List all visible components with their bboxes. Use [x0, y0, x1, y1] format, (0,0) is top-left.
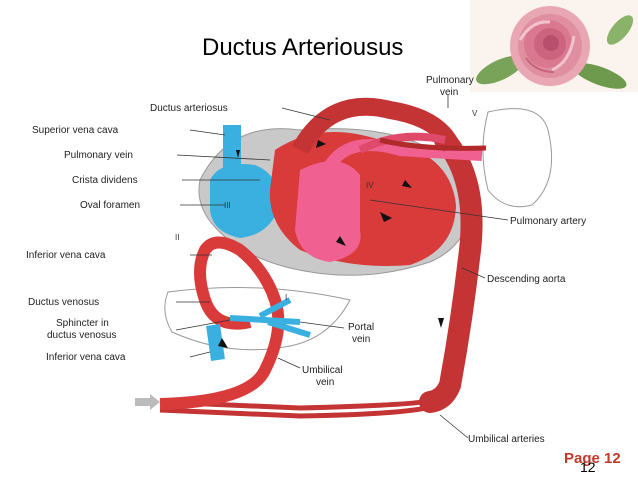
label-oval-foramen: Oval foramen [80, 200, 140, 211]
label-inferior-vena-cava-lower: Inferior vena cava [46, 352, 126, 363]
marker-ii: II [175, 233, 179, 242]
label-superior-vena-cava: Superior vena cava [32, 125, 119, 136]
pulmonary-trunk-shape [295, 161, 361, 262]
right-atrium-shape [210, 164, 280, 238]
marker-iv: IV [366, 181, 374, 190]
rose-icon [476, 6, 634, 89]
umbilical-arteries-vessel [159, 397, 433, 411]
ductus-arteriosus-vessel [358, 132, 446, 154]
descending-aorta-vessel [419, 129, 483, 413]
label-pulmonary-vein-top-line1: Pulmonary [426, 75, 474, 86]
aortic-arch-vessel [292, 97, 461, 155]
page-number: 12 [580, 459, 596, 475]
label-descending-aorta: Descending aorta [487, 274, 566, 285]
label-umbilical-arteries: Umbilical arteries [468, 434, 545, 445]
leader-lines [175, 95, 509, 439]
inferior-vena-cava-lower-vessel [206, 324, 225, 361]
flow-arrows [218, 140, 444, 348]
label-portal-vein-line1: Portal [348, 322, 374, 333]
label-portal-vein-line2: vein [352, 334, 370, 345]
page-label: Page 12 [564, 450, 621, 467]
umbilical-artery-lower [159, 401, 442, 419]
slide-title: Ductus Arteriousus [202, 34, 404, 61]
label-pulmonary-vein-top-line2: vein [440, 87, 458, 98]
lung-shape [482, 108, 553, 208]
portal-vein-vessel [229, 297, 311, 338]
label-sphincter-line2: ductus venosus [47, 330, 117, 341]
marker-iii: III [224, 201, 231, 210]
label-umbilical-vein-line1: Umbilical [302, 365, 343, 376]
label-pulmonary-vein: Pulmonary vein [64, 150, 133, 161]
rose-image [470, 0, 638, 92]
label-crista-dividens: Crista dividens [72, 175, 138, 186]
pulmonary-vein-vessel [379, 137, 487, 151]
umbilical-vein-vessel [159, 236, 285, 410]
label-ductus-arteriosus: Ductus arteriosus [150, 103, 228, 114]
label-ductus-venosus: Ductus venosus [28, 297, 99, 308]
label-umbilical-vein-line2: vein [316, 377, 334, 388]
label-inferior-vena-cava-upper: Inferior vena cava [26, 250, 106, 261]
marker-i: I [285, 293, 287, 302]
label-sphincter-line1: Sphincter in [56, 318, 109, 329]
placenta-arrow-icon [135, 394, 160, 410]
label-pulmonary-artery: Pulmonary artery [510, 216, 586, 227]
marker-v: V [472, 109, 478, 118]
